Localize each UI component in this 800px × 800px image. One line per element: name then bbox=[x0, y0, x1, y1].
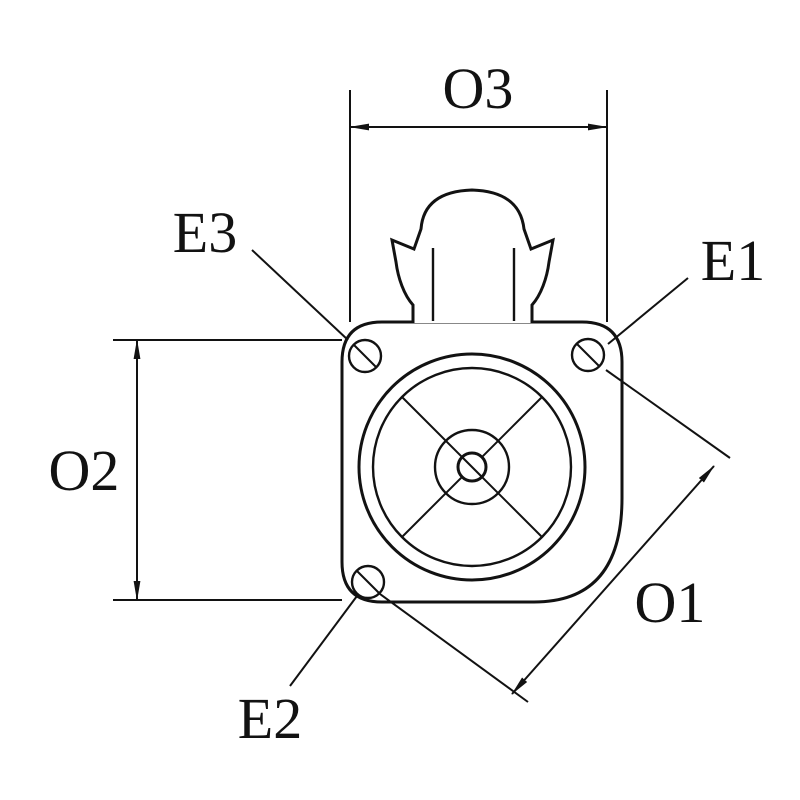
o1-dimension-line bbox=[511, 465, 715, 695]
mounting-hole-top-left bbox=[347, 338, 383, 374]
top-boss-outline bbox=[390, 188, 555, 323]
o2-label: O2 bbox=[49, 438, 120, 503]
callout-e1: E1 bbox=[607, 228, 765, 345]
e3-leader-line bbox=[251, 249, 349, 341]
e3-label: E3 bbox=[173, 200, 237, 265]
callout-e3: E3 bbox=[173, 200, 349, 341]
e1-label: E1 bbox=[701, 228, 765, 293]
o3-label: O3 bbox=[443, 56, 514, 121]
e2-leader-line bbox=[289, 595, 358, 687]
mounting-hole-bottom-left bbox=[350, 564, 386, 600]
e1-leader-line bbox=[607, 277, 689, 345]
mounting-hole-top-left-tick bbox=[353, 344, 377, 368]
o1-extension-line-upper bbox=[605, 369, 731, 459]
o1-label: O1 bbox=[635, 570, 706, 635]
dimension-o3: O3 bbox=[349, 56, 608, 322]
dimension-o2: O2 bbox=[49, 339, 342, 601]
e2-label: E2 bbox=[238, 686, 302, 751]
mounting-hole-top-right-tick bbox=[576, 343, 600, 367]
dimension-o1: O1 bbox=[379, 369, 731, 703]
shaft-center-tick bbox=[462, 457, 482, 477]
hub-circle bbox=[433, 428, 511, 506]
o1-extension-line-lower bbox=[379, 593, 529, 703]
callout-e2: E2 bbox=[238, 595, 358, 751]
part-geometry bbox=[340, 188, 624, 604]
mounting-hole-bottom-left-tick bbox=[356, 570, 380, 594]
mounting-hole-top-right bbox=[570, 337, 606, 373]
